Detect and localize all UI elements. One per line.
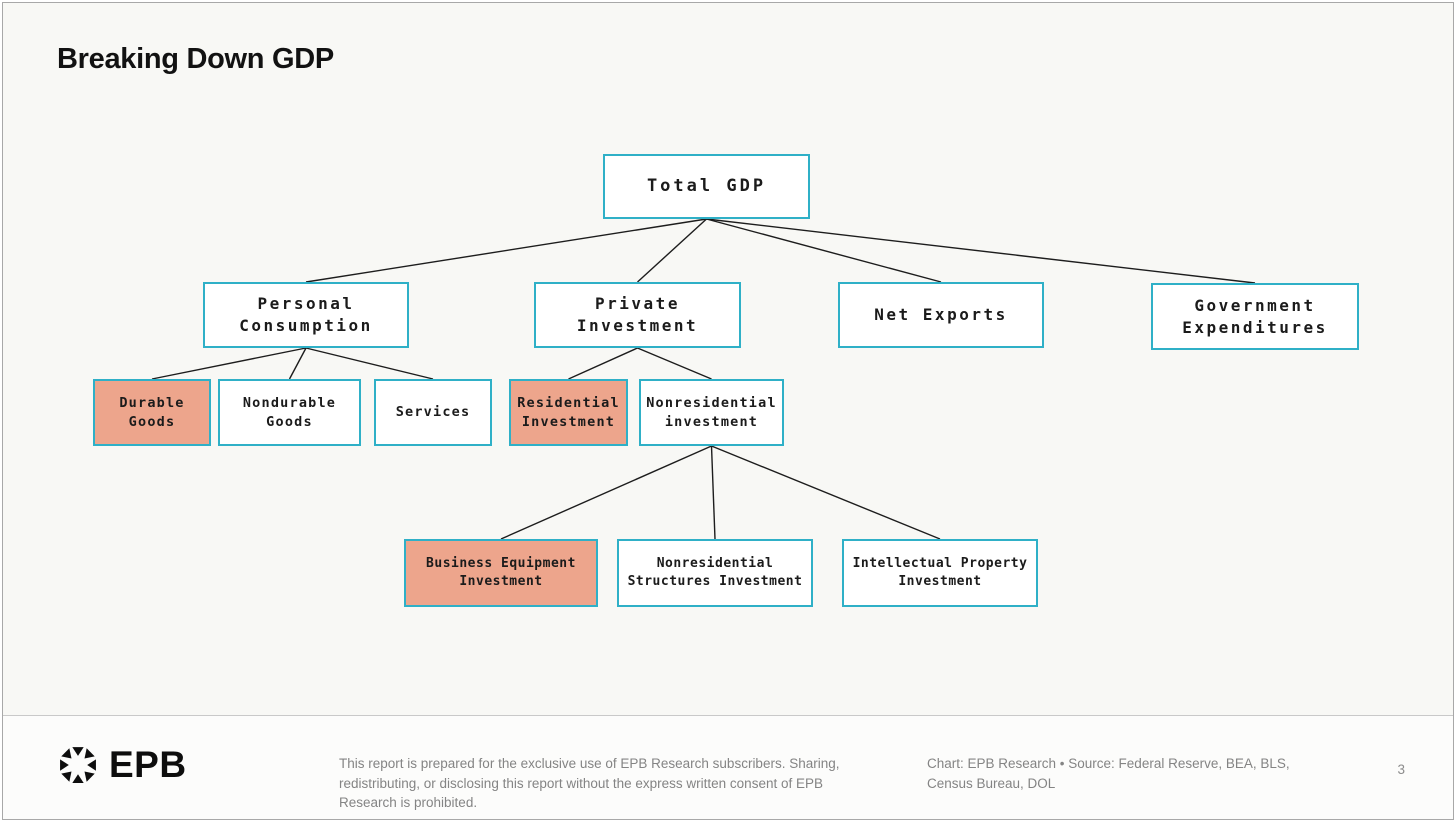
node-residential: Residential Investment [509,379,628,446]
disclaimer-text: This report is prepared for the exclusiv… [339,756,840,811]
edge-personal-durable [151,347,307,380]
node-total: Total GDP [603,154,810,219]
epb-logo-text: EPB [109,744,187,785]
edge-total-netexports [706,218,942,283]
credits-text: Chart: EPB Research • Source: Federal Re… [927,756,1290,791]
gdp-tree-diagram: Total GDP Personal Consumption Private Inv… [3,3,1453,715]
node-private: Private Investment [534,282,741,348]
node-nonresidential: Nonresidential investment [639,379,784,446]
edge-nonresidential-bizequip [500,445,712,540]
node-government: Government Expenditures [1151,283,1359,350]
node-nonresstruct: Nonresidential Structures Investment [617,539,813,607]
node-durable: Durable Goods [93,379,211,446]
node-nondurable: Nondurable Goods [218,379,361,446]
connector-lines [151,218,1256,540]
footer: EPB This report is prepared for the excl… [3,715,1453,819]
edge-nonresidential-nonresstruct [710,445,716,540]
node-netexports: Net Exports [838,282,1044,348]
edge-personal-services [305,347,434,380]
page-number: 3 [1397,762,1405,777]
edge-personal-nondurable [288,347,307,380]
page-title: Breaking Down GDP [57,43,334,75]
node-services: Services [374,379,492,446]
edge-nonresidential-ip [711,445,941,540]
edge-private-residential [568,347,638,380]
edge-total-government [706,218,1256,284]
node-bizequip: Business Equipment Investment [404,539,598,607]
node-personal: Personal Consumption [203,282,409,348]
epb-logo-icon [60,747,96,783]
edge-private-nonresidential [637,347,712,380]
edge-total-personal [305,218,707,283]
epb-logo: EPB [57,744,187,786]
edge-total-private [637,218,707,283]
node-ip: Intellectual Property Investment [842,539,1038,607]
